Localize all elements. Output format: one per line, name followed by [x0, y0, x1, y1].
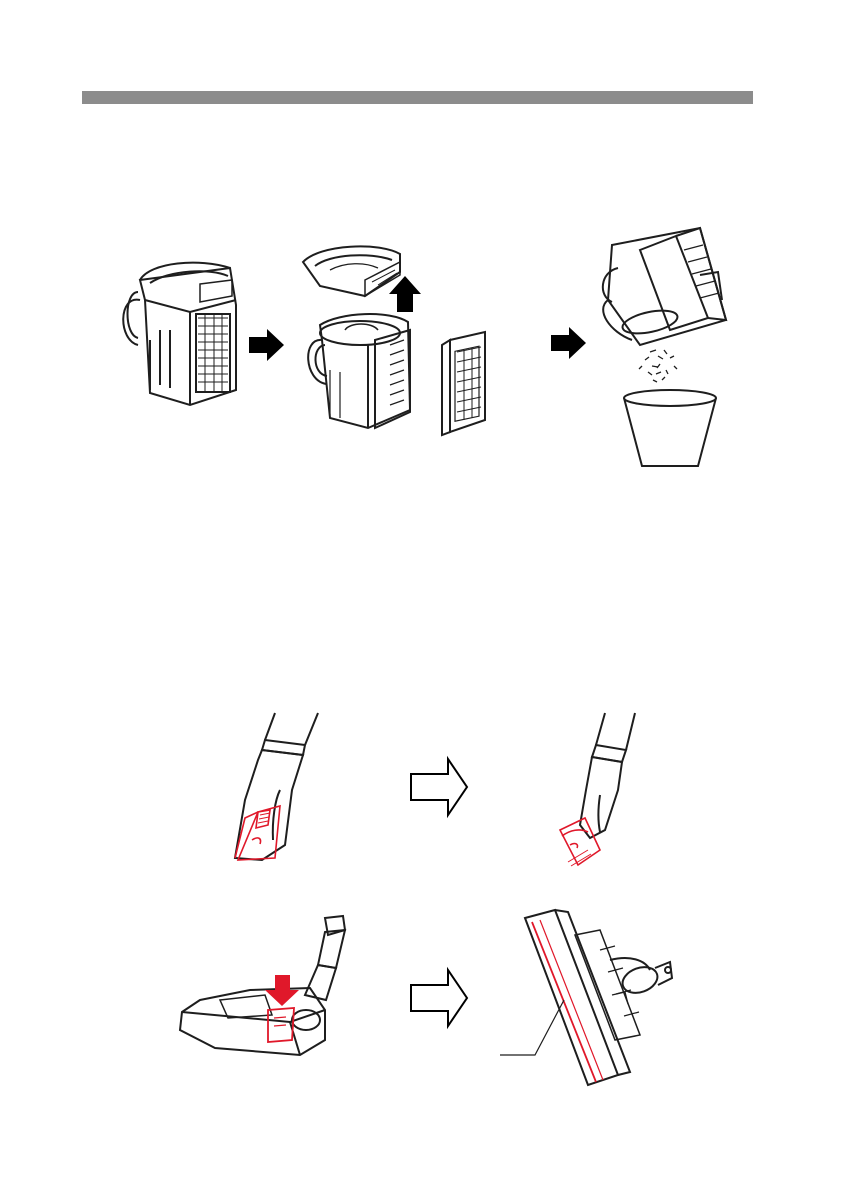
press-arrow-icon — [265, 975, 299, 1006]
floor-nozzle-top — [180, 916, 345, 1055]
floor-nozzle-underside — [525, 910, 672, 1085]
transition-arrow-icon — [411, 970, 467, 1026]
callout-leader-line — [500, 1000, 564, 1055]
